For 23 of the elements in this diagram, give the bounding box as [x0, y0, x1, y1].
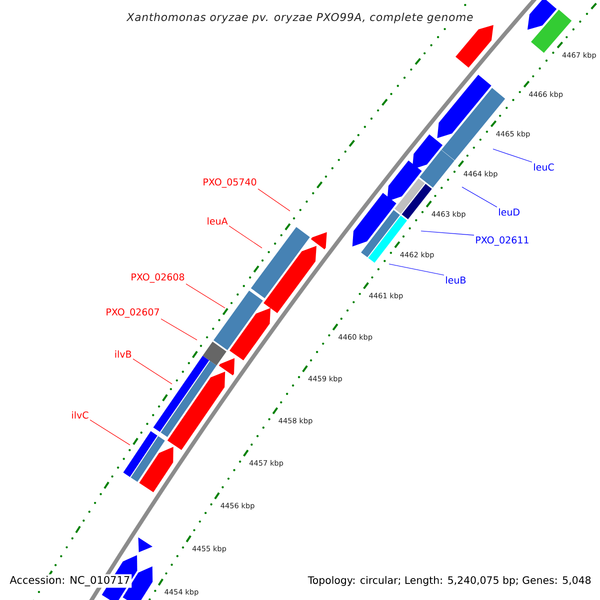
leader-line [388, 264, 444, 276]
title: Xanthomonas oryzae pv. oryzae PXO99A, complete genome [124, 10, 476, 26]
leader-line [186, 284, 226, 308]
gene-label: PXO_02608 [132, 273, 184, 283]
gene-label: ilvB [115, 350, 132, 358]
leader-line [492, 148, 532, 162]
gene-label: leuC [534, 163, 554, 171]
gene-label: PXO_05740 [204, 178, 256, 188]
leader-line [90, 420, 130, 446]
leader-line [258, 188, 290, 212]
leader-line [228, 226, 262, 248]
gene-label: PXO_02611 [476, 236, 528, 246]
gene-label: leuB [446, 276, 466, 284]
leader-line [160, 318, 198, 340]
gene-label: leuA [208, 217, 228, 225]
accession-text: Accession: NC_010717 [8, 574, 132, 588]
genome-info-text: Topology: circular; Length: 5,240,075 bp; Genes: 5,048 [306, 574, 593, 588]
gene-label: leuD [499, 208, 520, 216]
leader-line [420, 230, 474, 236]
leader-line [462, 186, 498, 208]
leader-line [132, 358, 172, 384]
gene-label: PXO_02607 [106, 308, 159, 318]
gene-label: ilvC [72, 411, 88, 419]
